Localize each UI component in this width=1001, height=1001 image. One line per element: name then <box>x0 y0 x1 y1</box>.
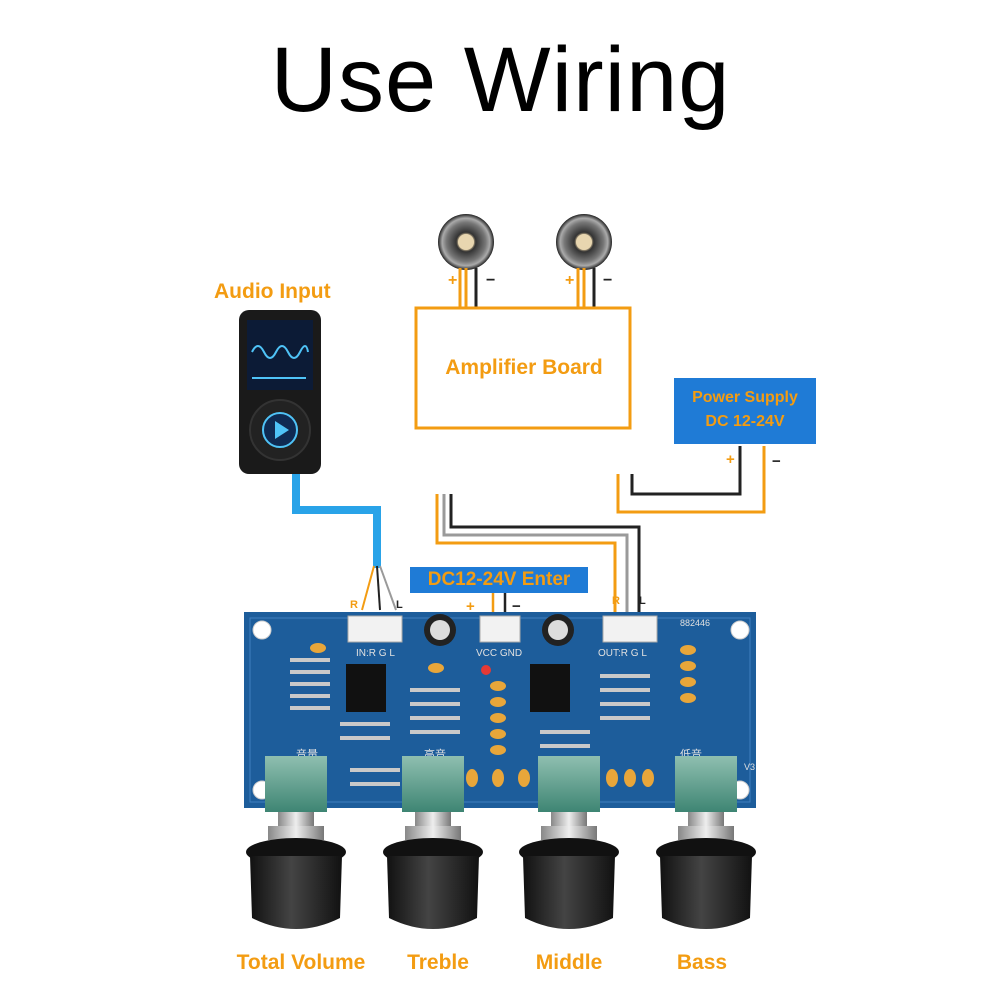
amplifier-board-box <box>414 306 632 430</box>
spk-left-minus: − <box>486 272 495 289</box>
audio-player-icon <box>239 310 321 474</box>
input-wires <box>361 565 397 611</box>
board-model-label: 882446 <box>680 618 710 628</box>
audio-input-label: Audio Input <box>214 280 331 303</box>
output-wires <box>435 494 641 612</box>
knob-bass-icon <box>656 756 756 929</box>
knob-label-bass: Bass <box>676 951 728 974</box>
dc-minus: − <box>512 598 521 615</box>
dc-enter-label: DC12-24V Enter <box>410 567 588 593</box>
input-r-label: R <box>350 599 358 611</box>
input-l-label: L <box>396 599 403 611</box>
tone-control-pcb <box>244 612 756 808</box>
ps-minus: − <box>772 453 781 470</box>
power-wires <box>616 446 766 514</box>
board-in-label: IN:R G L <box>356 648 395 659</box>
dc-plus: + <box>466 598 475 615</box>
speaker-right-icon <box>556 214 612 270</box>
board-vcc-gnd-label: VCC GND <box>476 648 522 659</box>
spk-right-minus: − <box>603 272 612 289</box>
output-r-label: R <box>612 595 620 607</box>
dc-enter-wires <box>491 592 507 612</box>
ps-plus: + <box>726 451 735 468</box>
knob-total-volume-icon <box>246 756 346 929</box>
speaker-wires <box>458 268 596 308</box>
amplifier-board-label: Amplifier Board <box>445 356 603 379</box>
spk-right-plus: + <box>565 272 574 289</box>
audio-cable <box>292 474 381 568</box>
power-supply-box: Power Supply DC 12-24V <box>674 378 816 444</box>
spk-left-plus: + <box>448 272 457 289</box>
power-supply-voltage: DC 12-24V <box>705 413 785 430</box>
knob-label-middle: Middle <box>535 951 603 974</box>
knob-label-treble: Treble <box>407 951 469 974</box>
knob-treble-icon <box>383 756 483 929</box>
knob-middle-icon <box>519 756 619 929</box>
power-supply-label: Power Supply <box>692 389 798 406</box>
knob-label-total-volume: Total Volume <box>236 951 366 974</box>
speaker-left-icon <box>438 214 494 270</box>
board-out-label: OUT:R G L <box>598 648 647 659</box>
board-version-label: V3 <box>744 762 755 772</box>
output-l-label: L <box>639 595 646 607</box>
page-title: Use Wiring <box>270 29 731 131</box>
